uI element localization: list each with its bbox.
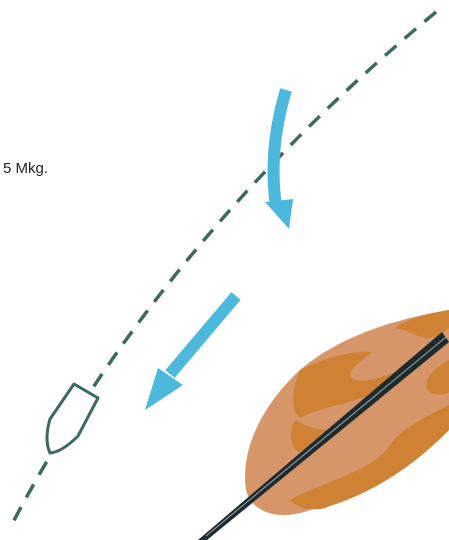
bullet-outline-icon bbox=[47, 384, 98, 453]
arrow-down-left-icon bbox=[145, 296, 236, 410]
curved-arrow-down-icon bbox=[265, 90, 293, 229]
feather-quill-icon bbox=[198, 310, 449, 540]
mass-label: 5 Mkg. bbox=[3, 160, 48, 177]
